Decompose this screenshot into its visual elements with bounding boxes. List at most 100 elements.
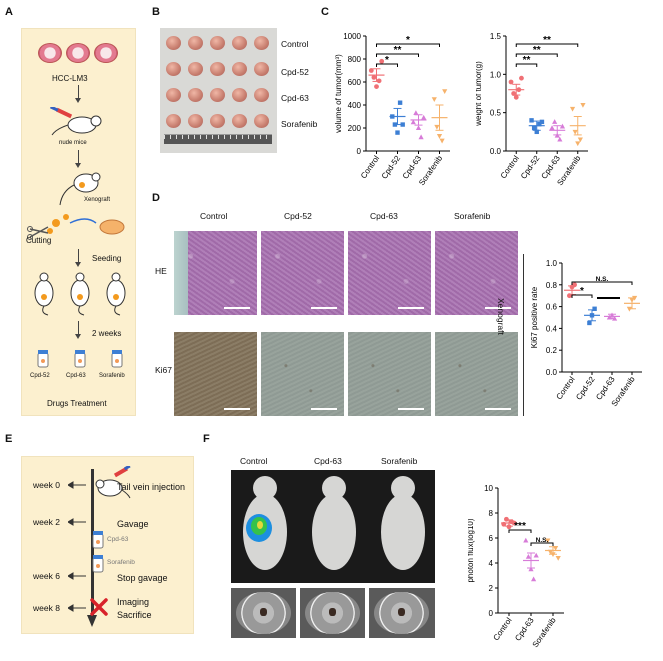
event-gavage: Gavage [117,519,149,529]
data-point [531,125,537,131]
data-point [567,293,572,299]
data-point [434,124,440,130]
y-tick-label: 1.0 [546,259,558,268]
data-point [552,119,558,124]
tumor-row-label-4: Sorafenib [281,119,318,129]
cell-line-label: HCC-LM3 [52,74,88,83]
stain-col-label-3: Cpd-63 [370,211,398,221]
lung-dish-cpd63 [300,588,365,638]
data-point [533,552,539,558]
data-point [376,78,382,84]
tumor-sample [166,36,181,50]
y-tick-label: 10 [484,484,493,493]
week-label-0: week 0 [33,480,60,490]
data-point [413,110,419,116]
y-tick-label: 1.5 [490,32,502,41]
significance-bracket [530,542,554,546]
data-point [575,141,581,147]
x-tick-label: Control [554,375,576,401]
lung-dish-sorafenib [369,588,435,638]
data-point [374,84,379,89]
tail-vein-mouse-icon [95,466,131,499]
data-point [572,129,578,135]
imaging-col-label-3: Sorafenib [381,456,418,466]
data-point [513,94,519,100]
x-tick-label: Cpd-52 [519,154,542,181]
data-point [436,134,443,139]
data-point [572,282,577,288]
data-point [523,537,529,543]
significance-label: N.S. [596,276,609,283]
x-tick-label: Control [499,154,521,180]
seeded-mice-icon [34,272,126,316]
imaging-col-label-2: Cpd-63 [314,456,342,466]
data-point [580,103,586,108]
event-stop-gavage: Stop gavage [117,573,168,583]
data-point [395,130,400,135]
tumor-sample [254,88,269,102]
ki67-image-sorafenib [435,332,518,416]
y-tick-label: 800 [348,55,362,64]
tumor-sample [254,36,269,50]
mouse-label: nude mice [59,140,87,146]
data-point [559,123,566,129]
significance-bracket [376,53,419,57]
tumor-sample [166,62,181,76]
y-tick-label: 0.8 [546,281,558,290]
xenograft-side-label: Xenograft [496,298,506,335]
data-point [418,134,424,140]
ruler [164,134,272,144]
ki67-image-control [174,332,257,416]
duration-label: 2 weeks [92,329,122,338]
week-label-6: week 6 [33,571,60,581]
data-point [529,118,534,123]
data-point [537,121,542,127]
significance-label: * [385,55,389,66]
y-tick-label: 6 [489,534,494,543]
data-point [371,75,377,80]
tumor-row-label-1: Control [281,39,309,49]
he-image-cpd52 [261,231,344,315]
y-tick-label: 2 [489,584,494,593]
he-image-sorafenib [435,231,518,315]
data-point [569,106,576,112]
data-point [534,129,539,135]
event-sacrifice: Sacrifice [117,610,152,620]
data-point [397,100,403,105]
cutting-scissors-icon [27,214,125,240]
xenograft-divider [523,254,524,416]
he-image-control [174,231,257,315]
x-tick-label: Control [491,616,513,642]
y-tick-label: 0.2 [546,346,558,355]
y-tick-label: 1000 [343,32,361,41]
timeline-axis [91,469,94,619]
significance-label: *** [514,521,526,532]
cutting-label: Cutting [26,236,52,245]
significance-bracket [571,294,593,298]
panel-label-a: A [5,6,13,18]
data-point [442,89,448,94]
y-tick-label: 400 [348,101,362,110]
vial-label-sorafenib: Sorafenib [107,559,135,566]
tumor-photo [160,28,277,153]
tumor-sample [166,114,181,128]
drug-label-1: Cpd-52 [30,373,50,379]
data-point [577,137,583,143]
x-tick-label: Cpd-52 [380,154,403,181]
data-point [504,516,509,522]
stain-col-label-1: Control [200,211,228,221]
tumor-sample [188,62,203,76]
data-point [555,556,561,561]
significance-bracket [508,529,532,533]
event-tail-vein: Tail vein injection [117,482,186,492]
y-tick-label: 0 [357,147,362,156]
bioluminescence-image [231,470,435,583]
tumor-row-label-2: Cpd-52 [281,67,309,77]
tumor-sample [232,88,247,102]
y-tick-label: 4 [489,559,494,568]
panel-label-c: C [321,6,329,18]
